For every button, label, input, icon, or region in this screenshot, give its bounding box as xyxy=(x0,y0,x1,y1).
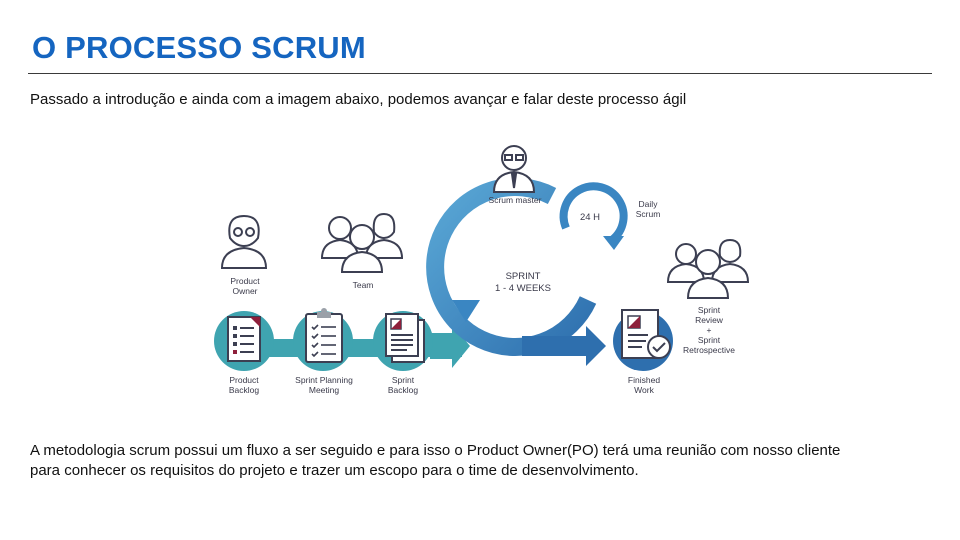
daily-scrum-label: Daily xyxy=(639,199,659,209)
team-label: Team xyxy=(353,280,374,290)
body-text: A metodologia scrum possui um fluxo a se… xyxy=(30,441,930,481)
review-label-1: Sprint xyxy=(698,305,721,315)
finished-arrow-head xyxy=(586,326,606,366)
sprint-loop-arrow xyxy=(452,300,480,322)
sprint-duration-label: 1 - 4 WEEKS xyxy=(495,283,551,294)
product-backlog-step xyxy=(214,311,274,371)
sprint-backlog-label: Sprint xyxy=(392,375,415,385)
daily-scrum-label-2: Scrum xyxy=(636,209,661,219)
finished-work-label: Finished xyxy=(628,375,660,385)
finished-work-label-2: Work xyxy=(634,385,654,395)
finished-work-step xyxy=(613,309,673,371)
team-icon xyxy=(320,212,404,273)
intro-text: Passado a introdução e ainda com a image… xyxy=(30,91,687,108)
sprint-label: SPRINT xyxy=(506,271,541,282)
review-label-5: Retrospective xyxy=(683,345,735,355)
sprint-planning-step xyxy=(293,308,353,371)
planning-label-2: Meeting xyxy=(309,385,340,395)
review-label-2: Review xyxy=(695,315,724,325)
body-line-2: para conhecer os requisitos do projeto e… xyxy=(30,462,639,479)
product-backlog-label-2: Backlog xyxy=(229,385,260,395)
product-owner-label: Product xyxy=(230,276,260,286)
slide-title: O PROCESSO SCRUM xyxy=(32,30,366,65)
product-backlog-label: Product xyxy=(229,375,259,385)
review-label-3: + xyxy=(707,325,712,335)
title-divider xyxy=(28,73,932,74)
review-team-icon xyxy=(666,238,750,299)
sprint-backlog-step xyxy=(373,311,433,371)
product-owner-icon xyxy=(220,214,268,269)
planning-label: Sprint Planning xyxy=(295,375,353,385)
sprint-backlog-label-2: Backlog xyxy=(388,385,419,395)
product-owner-label-2: Owner xyxy=(232,286,257,296)
body-line-1: A metodologia scrum possui um fluxo a se… xyxy=(30,442,841,459)
finished-arrow-shaft xyxy=(522,336,588,356)
scrum-master-label: Scrum master xyxy=(489,195,542,205)
daily-scrum-loop xyxy=(559,182,628,244)
daily-hours-label: 24 H xyxy=(580,212,600,223)
backlog-document-icon xyxy=(227,316,261,362)
review-label-4: Sprint xyxy=(698,335,721,345)
check-icon xyxy=(647,335,671,359)
scrum-master-icon xyxy=(492,145,536,193)
